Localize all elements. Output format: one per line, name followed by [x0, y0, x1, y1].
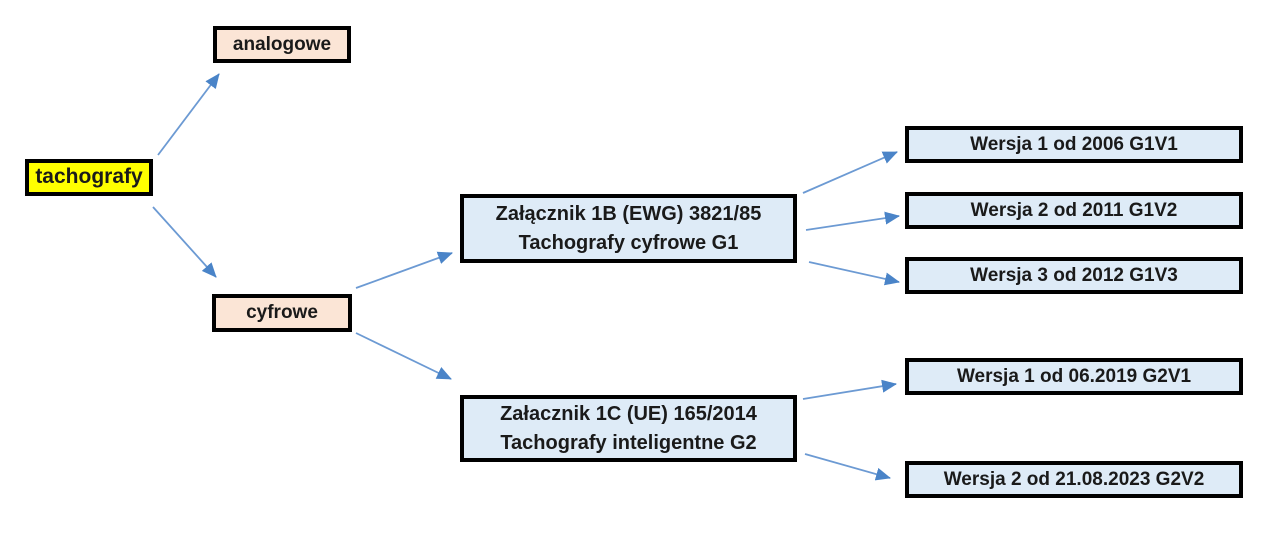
node-cyfrowe-label: cyfrowe	[246, 302, 318, 324]
arrow-digital-to-g2	[355, 332, 452, 380]
arrow-root-to-analog	[157, 73, 220, 156]
node-analogowe-label: analogowe	[232, 33, 332, 55]
node-cyfrowe: cyfrowe	[212, 294, 352, 332]
node-zalacznik-1b-line1: Załącznik 1B (EWG) 3821/85	[495, 202, 762, 225]
arrow-g1-to-g1v3	[808, 261, 900, 286]
arrow-g2-to-g2v1	[802, 379, 897, 400]
node-zalacznik-1c-line2: Tachografy inteligentne G2	[500, 431, 757, 454]
node-wersja-g2v1: Wersja 1 od 06.2019 G2V1	[905, 358, 1243, 395]
node-wersja-g1v2-label: Wersja 2 od 2011 G1V2	[970, 199, 1178, 221]
node-wersja-g2v2: Wersja 2 od 21.08.2023 G2V2	[905, 461, 1243, 498]
node-wersja-g1v3-label: Wersja 3 od 2012 G1V3	[970, 264, 1178, 286]
arrow-g1-to-g1v2	[805, 211, 900, 231]
arrow-digital-to-g1	[355, 251, 453, 289]
node-zalacznik-1c-line1: Załacznik 1C (UE) 165/2014	[500, 402, 757, 425]
node-analogowe: analogowe	[213, 26, 351, 63]
node-wersja-g1v2: Wersja 2 od 2011 G1V2	[905, 192, 1243, 229]
arrow-g1-to-g1v1	[802, 151, 898, 194]
node-zalacznik-1b-g1: Załącznik 1B (EWG) 3821/85 Tachografy cy…	[460, 194, 797, 263]
arrow-root-to-digital	[152, 206, 217, 278]
node-zalacznik-1c-g2: Załacznik 1C (UE) 165/2014 Tachografy in…	[460, 395, 797, 462]
node-wersja-g2v2-label: Wersja 2 od 21.08.2023 G2V2	[943, 468, 1205, 490]
arrow-g2-to-g2v2	[804, 453, 891, 481]
node-wersja-g1v3: Wersja 3 od 2012 G1V3	[905, 257, 1243, 294]
node-wersja-g1v1-label: Wersja 1 od 2006 G1V1	[970, 133, 1178, 155]
node-zalacznik-1b-line2: Tachografy cyfrowe G1	[518, 231, 739, 254]
node-tachografy-label: tachografy	[35, 165, 143, 189]
node-tachografy: tachografy	[25, 159, 153, 196]
node-wersja-g1v1: Wersja 1 od 2006 G1V1	[905, 126, 1243, 163]
node-wersja-g2v1-label: Wersja 1 od 06.2019 G2V1	[956, 365, 1192, 387]
